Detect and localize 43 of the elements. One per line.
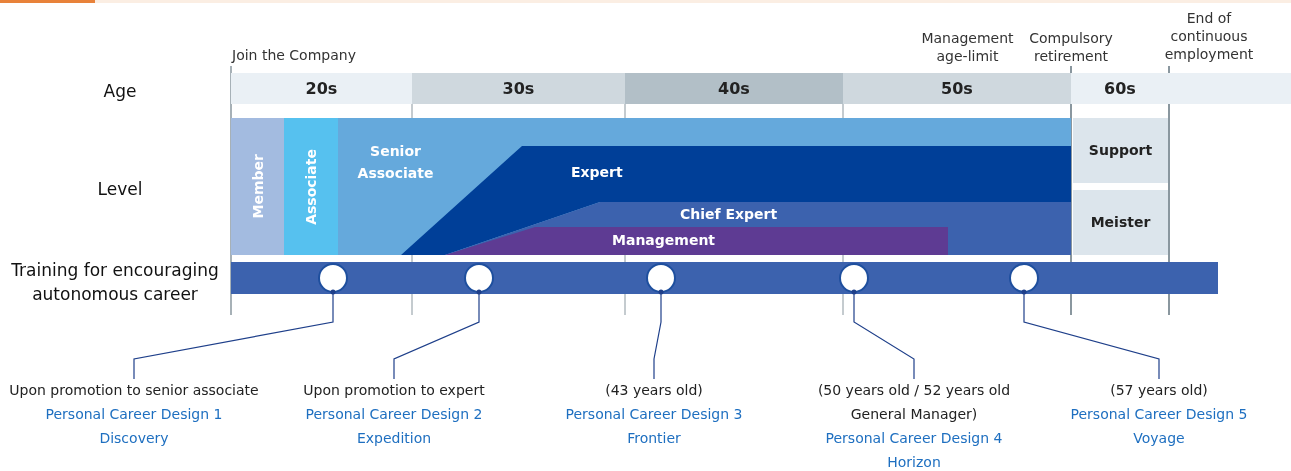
row-label: Level (96, 178, 144, 201)
milestone-label: Management age-limit (920, 29, 1015, 65)
milestone-label: Join the Company (232, 46, 357, 64)
milestone-circle (318, 263, 348, 293)
program-name: Personal Career Design 4 Horizon (824, 429, 1004, 471)
program-name: Personal Career Design 5 Voyage (1069, 405, 1249, 448)
age-cell: 50s (843, 73, 1071, 104)
milestone-circle (839, 263, 869, 293)
level-label: Support (1087, 141, 1154, 158)
leader-line (1021, 289, 1160, 380)
leader-line (393, 289, 482, 380)
milestone-circle (464, 263, 494, 293)
milestone-label: Compulsory retirement (1028, 29, 1114, 65)
milestone-note: (43 years old) (604, 381, 704, 400)
level-label: Chief Expert (680, 206, 778, 222)
milestone-note: Upon promotion to expert (302, 381, 486, 400)
level-band (284, 118, 338, 255)
row-label: Age (102, 80, 138, 103)
program-name: Personal Career Design 2 Expedition (304, 405, 484, 448)
leader-line (133, 289, 336, 380)
level-label: Expert (571, 164, 623, 180)
program-name: Personal Career Design 1 Discovery (44, 405, 224, 448)
leader-line (851, 289, 915, 380)
level-label: Member (249, 154, 266, 219)
age-cell: 30s (412, 73, 625, 104)
level-label: Associate (303, 148, 319, 225)
level-band (231, 118, 284, 255)
milestone-circle (1009, 263, 1039, 293)
milestone-note: (50 years old / 52 years old General Manager) (816, 381, 1012, 424)
level-label: Senior Associate (356, 142, 435, 183)
leader-line (653, 289, 664, 380)
milestone-circle (646, 263, 676, 293)
age-cell: 60s (1071, 73, 1291, 104)
level-label: Management (612, 232, 716, 248)
program-name: Personal Career Design 3 Frontier (564, 405, 744, 448)
milestone-note: (57 years old) (1109, 381, 1209, 400)
milestone-label: End of continuous employment (1163, 9, 1255, 63)
milestone-note: Upon promotion to senior associate (9, 381, 259, 400)
age-cell: 40s (625, 73, 843, 104)
training-bar (231, 262, 1218, 294)
age-cell: 20s (231, 73, 412, 104)
row-label: Training for encouraging autonomous career (10, 259, 220, 306)
level-label: Meister (1089, 213, 1152, 230)
